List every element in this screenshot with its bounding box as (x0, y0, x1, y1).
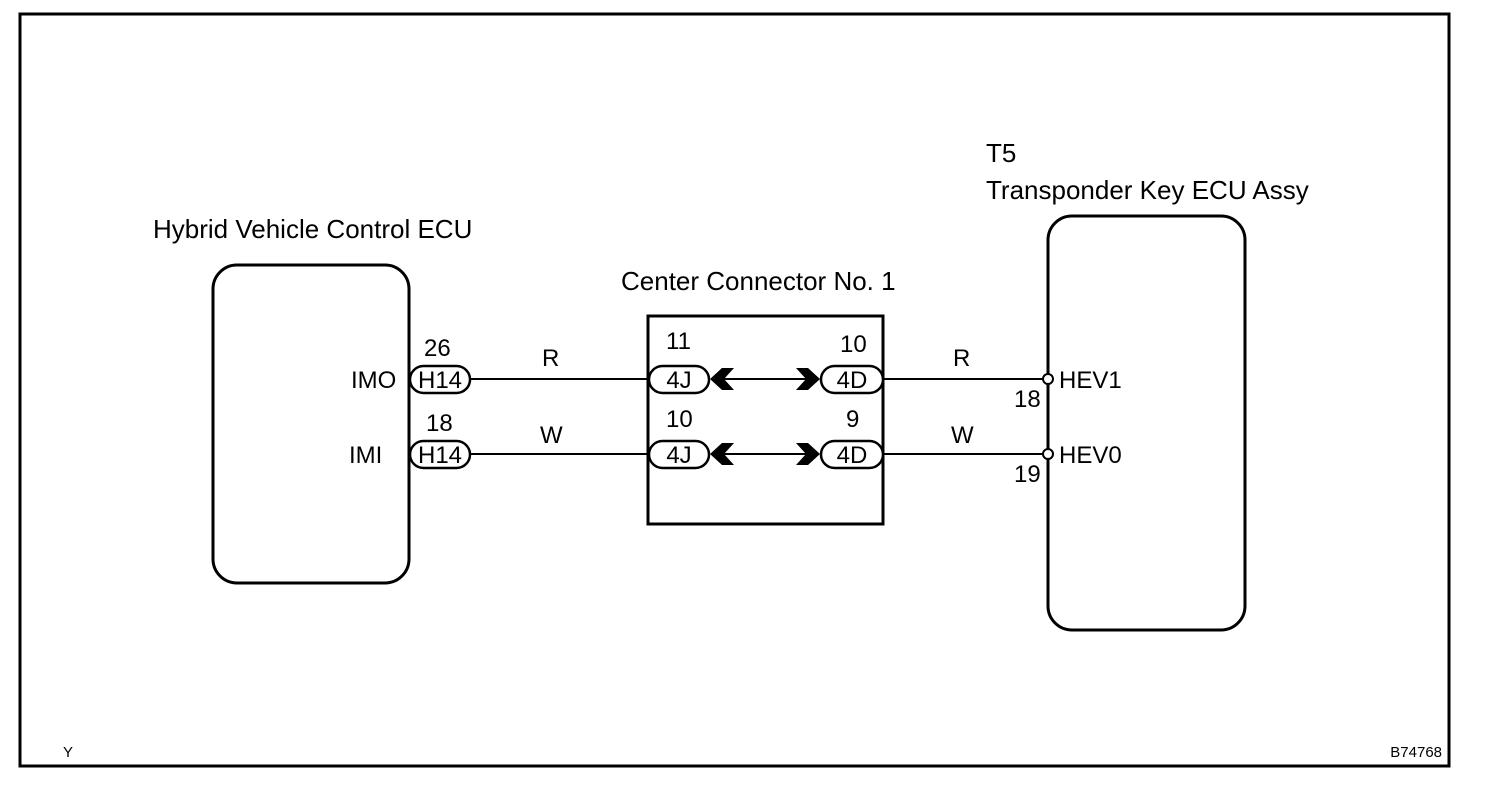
connector-code: 4J (666, 442, 691, 469)
diagram-frame (18, 12, 1451, 768)
connector-h14 (408, 439, 472, 470)
hv-ecu-title: Hybrid Vehicle Control ECU (153, 214, 472, 244)
hv-signal-label: IMI (349, 442, 382, 469)
cc-pin-number: 9 (846, 406, 859, 433)
center-connector-title: Center Connector No. 1 (621, 266, 896, 296)
connector-code: 4D (837, 442, 868, 469)
tk-signal-label: HEV1 (1059, 367, 1122, 394)
junction-arrow (796, 368, 820, 390)
hv-signal-label: IMO (351, 367, 396, 394)
wire-color-label: W (951, 422, 974, 449)
terminal-circle (1042, 448, 1054, 460)
wire-imi: IMI 18 H14 W 10 4J 9 4D W HEV0 19 (349, 406, 1122, 488)
connector-code: H14 (418, 442, 462, 469)
hv-ecu-box (211, 263, 411, 585)
tk-pin-number: 18 (1014, 386, 1041, 413)
wire-color-label: R (542, 345, 559, 372)
junction-arrow (710, 443, 734, 465)
junction-arrow (796, 443, 820, 465)
wire-color-label: R (953, 345, 970, 372)
center-connector-box (646, 314, 885, 526)
cc-pin-number: 10 (840, 331, 867, 358)
connector-code: 4D (837, 367, 868, 394)
transponder-ecu-box (1046, 214, 1247, 632)
hv-pin-number: 18 (426, 410, 453, 437)
terminal-circle (1042, 373, 1054, 385)
footer-left-code: Y (63, 744, 73, 761)
connector-code: H14 (418, 367, 462, 394)
hv-pin-number: 26 (424, 335, 451, 362)
figure-id: B74768 (1390, 744, 1442, 761)
cc-pin-number: 10 (666, 406, 693, 433)
wire-color-label: W (540, 422, 563, 449)
wire-imo: IMO 26 H14 R 11 4J 10 4D R HEV1 18 (351, 328, 1122, 413)
tk-pin-number: 19 (1014, 461, 1041, 488)
connector-code: 4J (666, 367, 691, 394)
tk-signal-label: HEV0 (1059, 442, 1122, 469)
connector-4j (647, 364, 711, 395)
connector-4d (819, 439, 885, 470)
junction-arrow (710, 368, 734, 390)
transponder-ecu-title: Transponder Key ECU Assy (986, 175, 1309, 205)
cc-pin-number: 11 (666, 328, 691, 355)
transponder-ecu-id: T5 (986, 138, 1016, 168)
connector-4d (819, 364, 885, 395)
connector-4j (647, 439, 711, 470)
connector-h14 (408, 364, 472, 395)
